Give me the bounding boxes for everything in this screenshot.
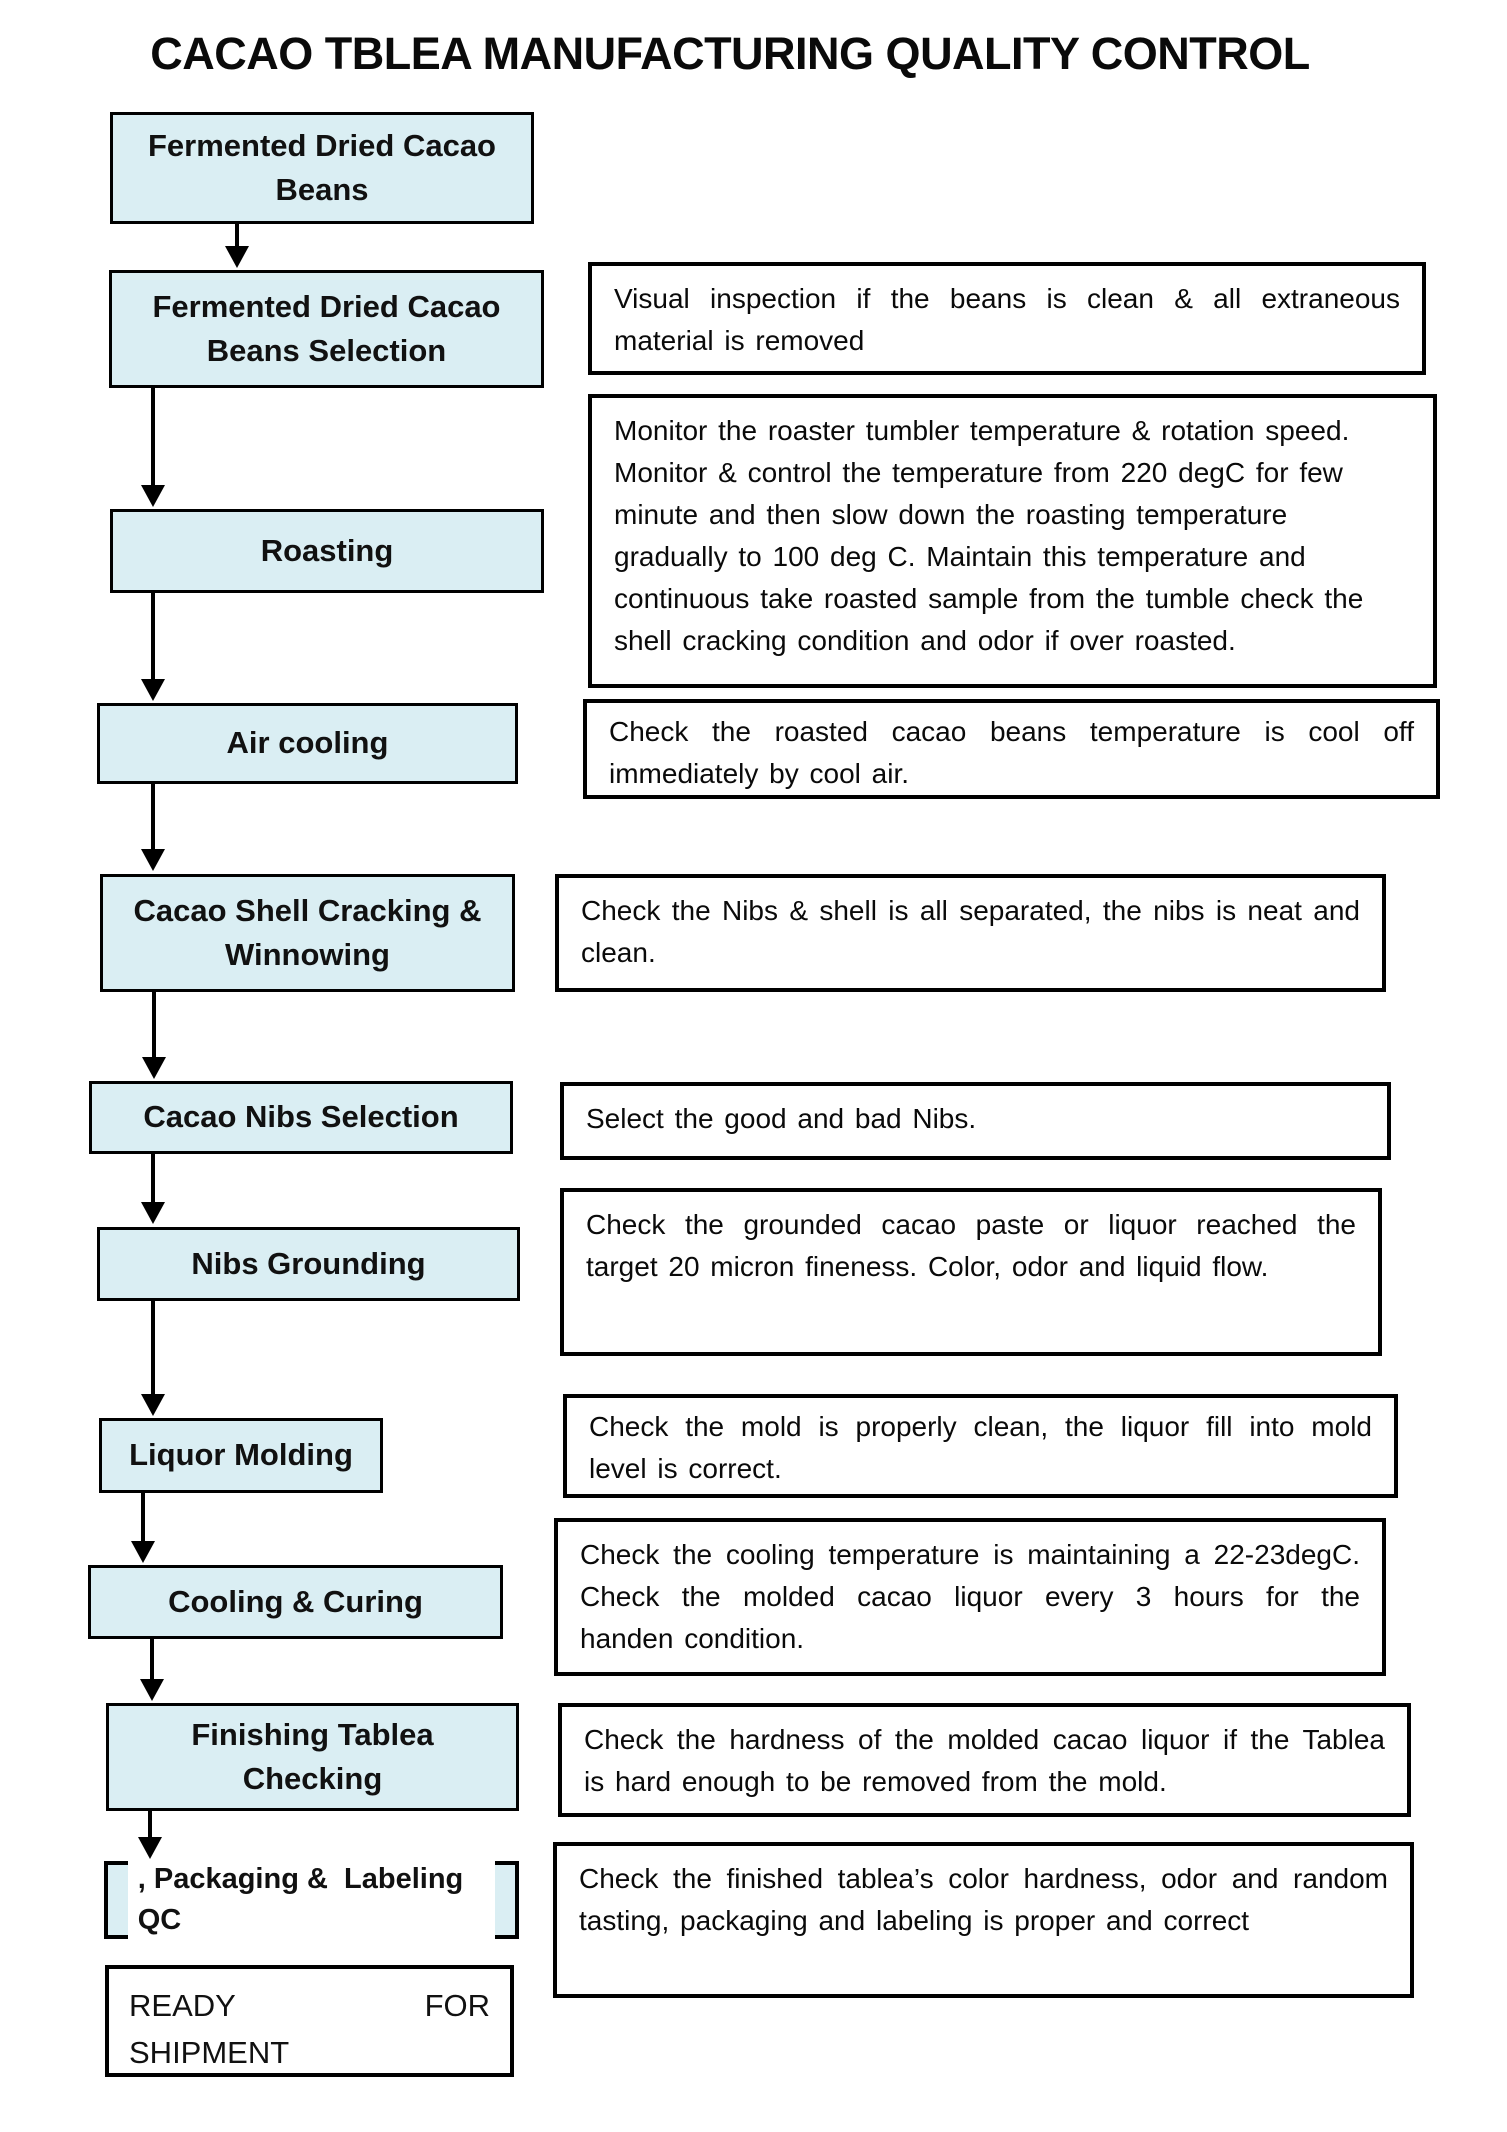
down-arrow: [225, 224, 249, 268]
step-box-fermented-dried-cacao-beans: Fermented Dried Cacao Beans: [110, 112, 534, 224]
step-label: Nibs Grounding: [191, 1245, 426, 1281]
down-arrow: [131, 1493, 155, 1563]
note-nibs-selection: Select the good and bad Nibs.: [560, 1082, 1391, 1160]
step-box-liquor-molding: Liquor Molding: [99, 1418, 383, 1493]
down-arrow: [141, 784, 165, 871]
down-arrow: [141, 1154, 165, 1224]
down-arrow: [138, 1811, 162, 1859]
ready-word: READY: [129, 1988, 236, 2023]
step-label: Cacao Nibs Selection: [143, 1099, 459, 1135]
shipment-word: SHIPMENT: [129, 2034, 290, 2070]
page-title: CACAO TBLEA MANUFACTURING QUALITY CONTRO…: [150, 28, 1310, 79]
step-box-finishing-tablea-checking: Finishing Tablea Checking: [106, 1703, 519, 1811]
arrow-head-icon: [141, 1202, 165, 1224]
step-label: Cooling & Curing: [168, 1583, 423, 1619]
arrow-line: [151, 1301, 155, 1396]
step-label: Finishing Tablea Checking: [191, 1716, 434, 1796]
arrow-line: [151, 1154, 155, 1204]
arrow-line: [235, 224, 239, 248]
arrow-head-icon: [140, 1679, 164, 1701]
ready-for-line: READY FOR: [129, 1983, 490, 2030]
step-box-air-cooling: Air cooling: [97, 703, 518, 784]
note-finishing-tablea: Check the hardness of the molded cacao l…: [558, 1703, 1411, 1817]
arrow-line: [148, 1811, 152, 1839]
step-label: Air cooling: [226, 725, 389, 761]
step-label: Cacao Shell Cracking & Winnowing: [133, 892, 482, 972]
arrow-head-icon: [141, 1394, 165, 1416]
arrow-head-icon: [225, 246, 249, 268]
arrow-line: [151, 593, 155, 681]
note-air-cooling: Check the roasted cacao beans temperatur…: [583, 699, 1440, 799]
down-arrow: [140, 1639, 164, 1701]
step-box-beans-selection: Fermented Dried Cacao Beans Selection: [109, 270, 544, 388]
step-label: Roasting: [260, 532, 394, 568]
for-word: FOR: [424, 1988, 490, 2023]
arrow-line: [141, 1493, 145, 1543]
down-arrow: [141, 388, 165, 507]
step-box-cooling-curing: Cooling & Curing: [88, 1565, 503, 1639]
arrow-head-icon: [141, 485, 165, 507]
note-roasting: Monitor the roaster tumbler temperature …: [588, 394, 1437, 688]
step-box-shell-cracking-winnowing: Cacao Shell Cracking & Winnowing: [100, 874, 515, 992]
step-label: Liquor Molding: [129, 1437, 353, 1473]
step-box-nibs-selection: Cacao Nibs Selection: [89, 1081, 513, 1154]
arrow-head-icon: [141, 679, 165, 701]
arrow-line: [152, 992, 156, 1059]
note-beans-selection: Visual inspection if the beans is clean …: [588, 262, 1426, 375]
down-arrow: [141, 593, 165, 701]
arrow-head-icon: [131, 1541, 155, 1563]
note-liquor-molding: Check the mold is properly clean, the li…: [563, 1394, 1398, 1498]
note-packaging-labeling: Check the finished tablea’s color hardne…: [553, 1842, 1414, 1998]
note-shell-cracking: Check the Nibs & shell is all separated,…: [555, 874, 1386, 992]
arrow-line: [151, 388, 155, 487]
arrow-head-icon: [138, 1837, 162, 1859]
step-label: Fermented Dried Cacao Beans Selection: [152, 288, 501, 368]
note-cooling-curing: Check the cooling temperature is maintai…: [554, 1518, 1386, 1676]
arrow-head-icon: [141, 849, 165, 871]
step-box-packaging-labeling-qc: , Packaging & Labeling QC: [104, 1852, 519, 1948]
arrow-line: [150, 1639, 154, 1681]
step-box-roasting: Roasting: [110, 509, 544, 593]
arrow-line: [151, 784, 155, 851]
step-label: Fermented Dried Cacao Beans: [148, 127, 496, 207]
note-nibs-grounding: Check the grounded cacao paste or liquor…: [560, 1188, 1382, 1356]
down-arrow: [141, 1301, 165, 1416]
step-box-nibs-grounding: Nibs Grounding: [97, 1227, 520, 1301]
step-label: , Packaging & Labeling QC: [127, 1852, 496, 1948]
ready-for-shipment-box: READY FOR SHIPMENT: [105, 1965, 514, 2077]
down-arrow: [142, 992, 166, 1079]
arrow-head-icon: [142, 1057, 166, 1079]
